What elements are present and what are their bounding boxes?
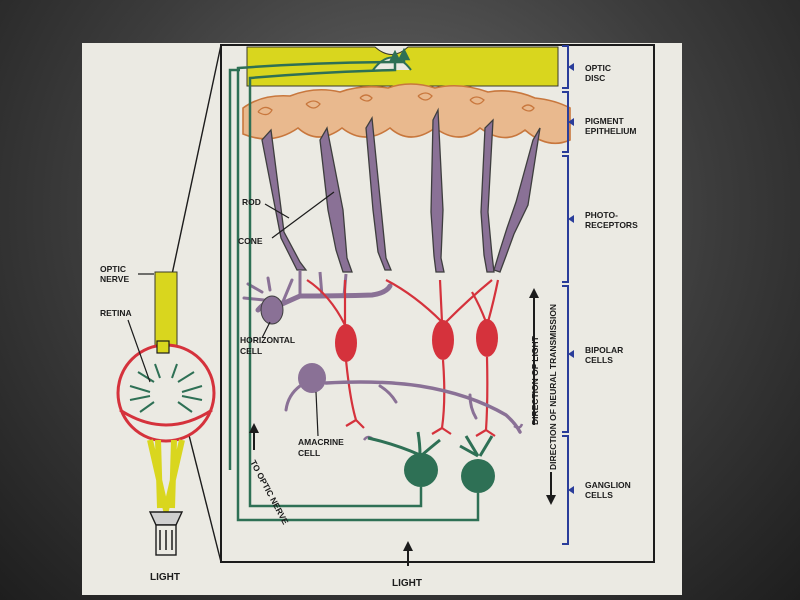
direction-of-neural-transmission-label: DIRECTION OF NEURAL TRANSMISSION <box>548 304 558 470</box>
region-photoreceptors-label-1: PHOTO- <box>585 210 618 220</box>
cone-2 <box>319 126 353 273</box>
region-brackets <box>562 45 574 545</box>
cone-3 <box>493 127 541 273</box>
zoom-box <box>156 340 170 354</box>
eye-overview <box>116 271 216 556</box>
pigment-epithelium <box>242 83 571 145</box>
horizontal-cell-label-2: CELL <box>240 346 262 356</box>
light-label-bottom: LIGHT <box>392 578 422 589</box>
textbook-page <box>82 43 682 595</box>
diagram-frame <box>220 44 655 563</box>
to-optic-nerve-label: TO OPTIC NERVE <box>248 458 291 526</box>
region-ganglion-label-1: GANGLION <box>585 480 631 490</box>
region-pigment-label-2: EPITHELIUM <box>585 126 636 136</box>
region-photoreceptors-label-2: RECEPTORS <box>585 220 638 230</box>
rod-2 <box>430 107 445 273</box>
amacrine-cell-label-1: AMACRINE <box>298 437 344 447</box>
rod-label: ROD <box>242 197 261 207</box>
region-bipolar-label-1: BIPOLAR <box>585 345 623 355</box>
cone-1 <box>261 128 308 271</box>
direction-of-light-label: DIRECTION OF LIGHT <box>530 335 540 425</box>
amacrine-cell-label-2: CELL <box>298 448 320 458</box>
optic-nerve-label-1: OPTIC <box>100 264 126 274</box>
region-optic-disc-label-1: OPTIC <box>585 63 611 73</box>
light-label-left: LIGHT <box>150 572 180 583</box>
cone-label: CONE <box>238 236 263 246</box>
retina-label: RETINA <box>100 308 132 318</box>
region-optic-disc-label-2: DISC <box>585 73 605 83</box>
region-pigment-label-1: PIGMENT <box>585 116 625 126</box>
region-bipolar-label-2: CELLS <box>585 355 613 365</box>
horizontal-cell-label-1: HORIZONTAL <box>240 335 295 345</box>
horizontal-cell <box>242 270 393 325</box>
region-ganglion-label-2: CELLS <box>585 490 613 500</box>
rod-1 <box>365 115 392 271</box>
rod-3 <box>480 118 495 273</box>
bipolar-cells <box>306 279 500 437</box>
ganglion-cells <box>228 47 495 522</box>
optic-nerve-label-2: NERVE <box>100 274 129 284</box>
